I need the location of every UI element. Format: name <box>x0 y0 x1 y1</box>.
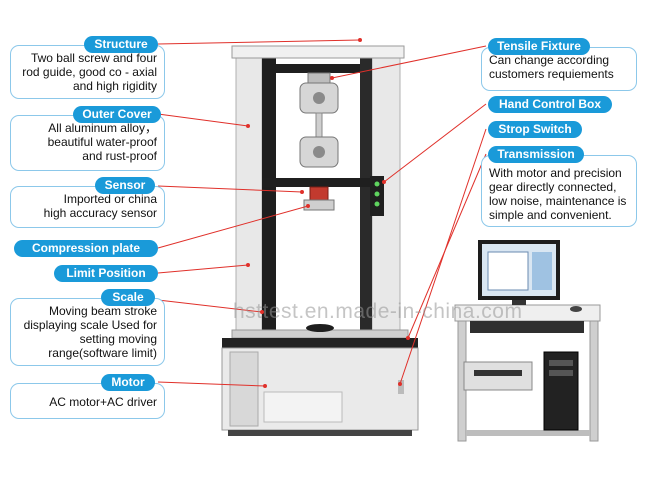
transmission-box: With motor and precision gear directly c… <box>481 155 637 227</box>
lower-platen <box>306 324 334 332</box>
pointer-structure <box>157 39 361 45</box>
strop-switch-label: Strop Switch <box>488 121 582 138</box>
left-column <box>235 51 263 333</box>
tensile-fixture-line: customers requiements <box>489 67 614 81</box>
compression-plate <box>303 199 335 211</box>
cabinet-black-band <box>222 338 418 348</box>
sensor-box: Imported or china high accuracy sensor <box>10 186 165 228</box>
structure-line: and high rigidity <box>72 79 157 93</box>
watermark: hsttest.en.made-in-china.com <box>233 300 523 323</box>
control-led <box>374 191 380 197</box>
screen-panel <box>532 252 552 290</box>
pointer-transmission <box>407 153 487 339</box>
pc-drive-bay <box>549 360 573 366</box>
tensile-fixture-label: Tensile Fixture <box>488 38 590 55</box>
sensor-line: high accuracy sensor <box>43 206 157 220</box>
scale-line: Moving beam stroke <box>48 304 157 318</box>
desk-leg-right <box>589 320 599 442</box>
cabinet-foot <box>228 430 412 436</box>
motor-line: AC motor+AC driver <box>49 395 157 409</box>
right-screw-cover <box>360 58 372 334</box>
transmission-line: gear directly connected, <box>489 180 617 194</box>
hand-control-box-label: Hand Control Box <box>488 96 612 113</box>
transmission-line: low noise, maintenance is <box>489 194 627 208</box>
pointer-compression-plate <box>157 205 309 249</box>
lower-grip-pin <box>313 146 325 158</box>
top-beam <box>231 45 405 59</box>
outer-cover-box: All aluminum alloy， beautiful water-proo… <box>10 115 165 171</box>
screen-graph-area <box>487 251 529 291</box>
monitor-stand <box>512 300 526 305</box>
load-sensor <box>309 186 329 201</box>
tensile-fixture-line: Can change according <box>489 53 610 67</box>
control-led <box>374 181 380 187</box>
pointer-outer-cover <box>157 113 249 127</box>
structure-label: Structure <box>84 36 158 53</box>
desk-shelf <box>466 430 590 436</box>
motor-box: AC motor+AC driver <box>10 383 165 419</box>
pointer-sensor <box>157 185 303 193</box>
specimen <box>315 112 323 138</box>
outer-cover-line: beautiful water-proof <box>47 135 157 149</box>
sensor-label: Sensor <box>95 177 155 194</box>
pointer-motor <box>157 381 266 387</box>
structure-line: Two ball screw and four <box>30 51 157 65</box>
scale-box: Moving beam stroke displaying scale Used… <box>10 298 165 366</box>
limit-position-label: Limit Position <box>54 265 158 282</box>
printer-slot <box>474 370 522 376</box>
motor-label: Motor <box>101 374 155 391</box>
pc-drive-bay <box>549 370 573 376</box>
callout-pointers <box>157 38 487 388</box>
transmission-label: Transmission <box>488 146 584 163</box>
mouse <box>570 306 582 312</box>
moving-crossbeam <box>262 178 372 187</box>
pointer-tensile-fixture <box>331 45 487 79</box>
nameplate <box>263 391 343 423</box>
emergency-switch <box>398 380 404 394</box>
upper-crossbeam <box>276 64 360 73</box>
cabinet-side-panel <box>229 351 259 427</box>
outer-cover-line: and rust-proof <box>82 149 157 163</box>
pointer-scale <box>157 299 263 313</box>
scale-line: displaying scale Used for <box>23 318 157 332</box>
scale-line: range(software limit) <box>48 346 157 360</box>
structure-line: rod guide, good co - axial <box>22 65 157 79</box>
outer-cover-line: All aluminum alloy， <box>48 121 157 135</box>
compression-plate-label: Compression plate <box>14 240 158 257</box>
upper-grip-stem <box>307 72 331 84</box>
control-led <box>374 201 380 207</box>
pointer-limit-position <box>157 264 249 274</box>
keyboard-tray <box>470 321 584 333</box>
structure-box: Two ball screw and four rod guide, good … <box>10 45 165 99</box>
transmission-line: With motor and precision <box>489 166 622 180</box>
sensor-line: Imported or china <box>63 192 157 206</box>
transmission-line: simple and convenient. <box>489 208 612 222</box>
pointer-hand-control <box>383 103 487 183</box>
scale-line: setting moving <box>79 332 157 346</box>
outer-cover-label: Outer Cover <box>73 106 161 123</box>
upper-grip-pin <box>313 92 325 104</box>
left-screw-cover <box>262 58 276 334</box>
scale-label: Scale <box>101 289 155 306</box>
